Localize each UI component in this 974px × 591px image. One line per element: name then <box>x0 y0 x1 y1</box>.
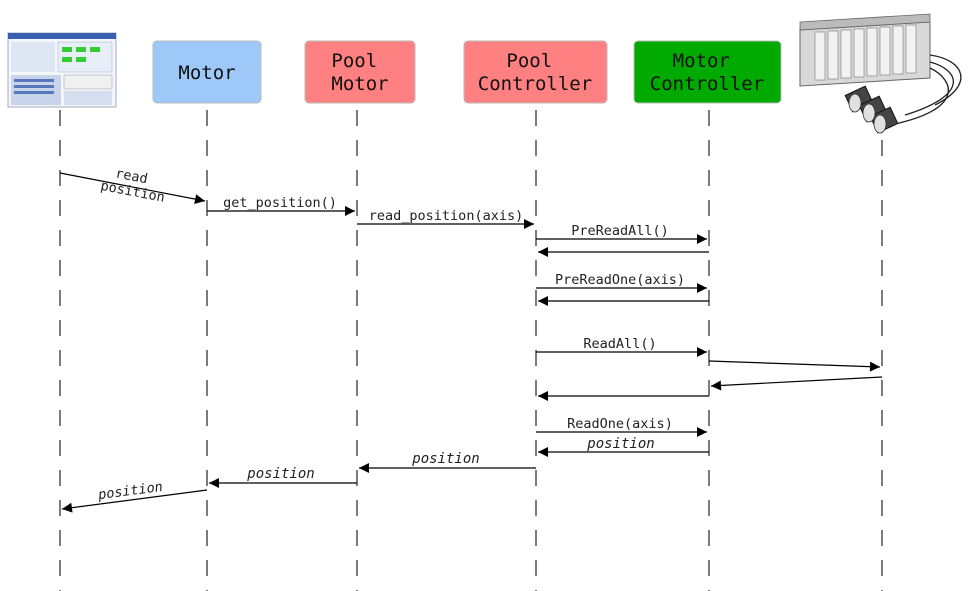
pool-motor-line1: Pool <box>331 50 377 72</box>
label-pre-read-all: PreReadAll() <box>571 223 669 239</box>
participant-motor-label: Motor <box>178 62 235 84</box>
messages: read position get_position() read_positi… <box>59 163 883 513</box>
arrow-hardware-return <box>710 376 883 391</box>
label-pre-read-one: PreReadOne(axis) <box>555 272 685 288</box>
participant-pool-controller-label: Pool Controller <box>478 50 592 95</box>
label-read-position-axis: read_position(axis) <box>369 208 523 224</box>
arrow-read-all-hardware <box>708 360 881 372</box>
label-return-position-2: position <box>411 451 479 467</box>
label-return-position-1: position <box>586 436 654 452</box>
pool-controller-line1: Pool <box>506 50 552 72</box>
gui-screenshot-icon <box>7 32 117 108</box>
participant-motor-controller: Motor Controller <box>633 40 782 104</box>
participant-motor-controller-label: Motor Controller <box>650 50 764 95</box>
label-return-position-3: position <box>246 466 314 482</box>
label-read-all: ReadAll() <box>583 336 656 352</box>
motor-controller-line1: Motor <box>673 50 730 72</box>
participant-pool-controller: Pool Controller <box>463 40 608 104</box>
arrow-return-position-4 <box>61 489 208 513</box>
label-get-position: get_position() <box>223 195 337 211</box>
read-position-line1: read <box>114 165 149 187</box>
motor-controller-line2: Controller <box>650 73 764 95</box>
lifelines <box>59 110 883 591</box>
participant-pool-motor-label: Pool Motor <box>331 50 388 95</box>
pool-controller-line2: Controller <box>478 73 592 95</box>
arrow-read-position <box>59 172 206 205</box>
participant-motor: Motor <box>152 40 262 104</box>
label-read-one: ReadOne(axis) <box>567 416 673 432</box>
label-read-position: read position <box>99 163 169 206</box>
pool-motor-line2: Motor <box>331 73 388 95</box>
motor-hardware-icon <box>799 13 962 134</box>
participant-pool-motor: Pool Motor <box>304 40 416 104</box>
